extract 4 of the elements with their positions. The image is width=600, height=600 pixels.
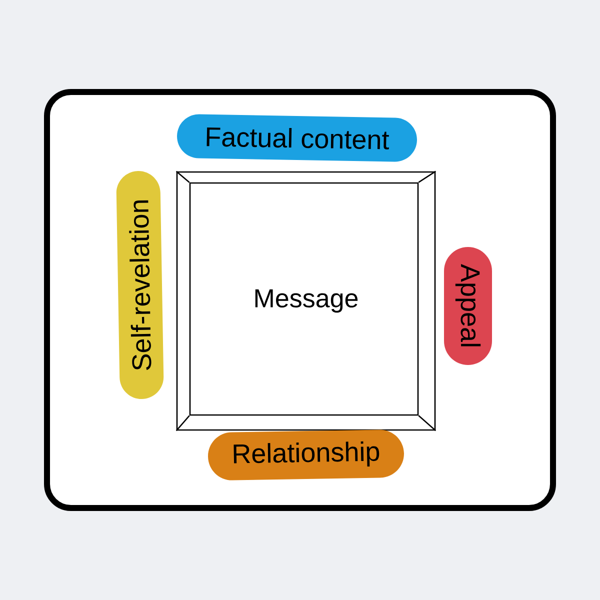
label-pill: Factual content (177, 114, 417, 162)
label-pill: Appeal (444, 247, 492, 365)
label-pill: Self-revelation (116, 171, 164, 399)
message-frame: Message (176, 170, 436, 432)
